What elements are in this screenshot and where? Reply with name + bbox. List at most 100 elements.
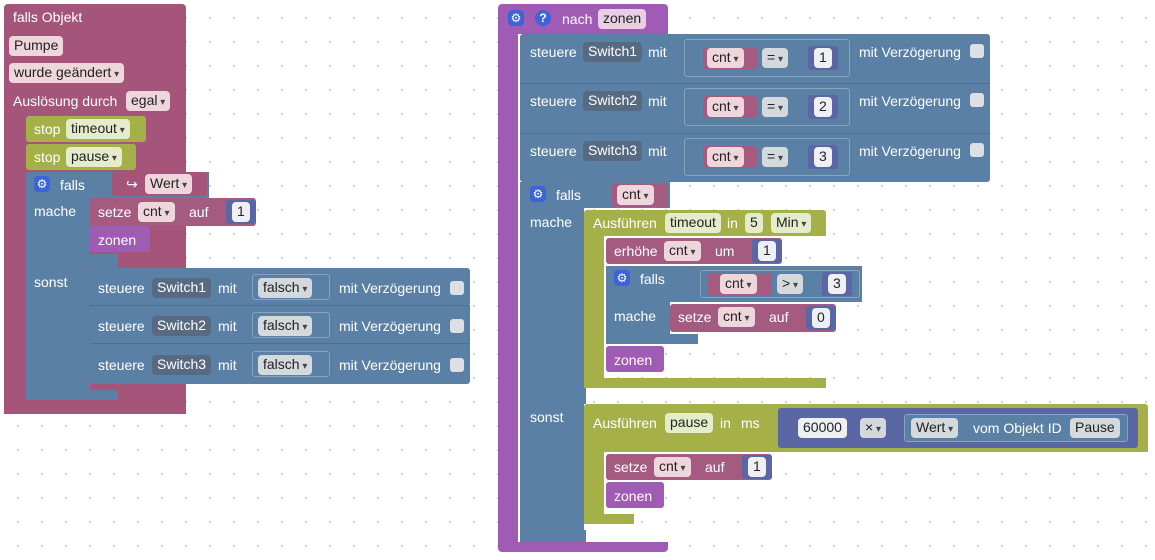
control-label: steuere	[98, 357, 145, 373]
call-zonen-block[interactable]	[606, 346, 664, 372]
call-zonen-label: zonen	[614, 352, 653, 368]
increment-value[interactable]: 1	[758, 241, 776, 261]
control-delay-label: mit Verzögerung	[339, 318, 441, 334]
if-sonst-label: sonst	[34, 274, 68, 290]
pause-label: Ausführen	[593, 415, 657, 431]
reset-var-dropdown[interactable]: cnt	[718, 307, 755, 327]
multiply-op-dropdown[interactable]: ×	[860, 418, 886, 438]
delay-checkbox[interactable]	[970, 143, 984, 157]
delay-checkbox[interactable]	[970, 93, 984, 107]
delay-checkbox[interactable]	[450, 319, 464, 333]
if-else-block[interactable]	[520, 182, 584, 540]
control-target-field[interactable]: Switch1	[152, 278, 212, 298]
inner-compare-op-dropdown[interactable]: >	[777, 274, 803, 294]
condition-value-dropdown[interactable]: Wert	[145, 174, 193, 194]
condition-var-dropdown[interactable]: cnt	[617, 185, 654, 205]
timeout-value-field[interactable]: 5	[745, 213, 763, 233]
compare-op-dropdown[interactable]: =	[762, 97, 788, 117]
trigger-dropdown[interactable]: egal	[126, 91, 171, 111]
control-delay-label: mit Verzögerung	[859, 93, 961, 109]
gear-icon[interactable]: ⚙	[508, 10, 524, 26]
pause-in-label: in	[720, 415, 731, 431]
control-label: steuere	[98, 318, 145, 334]
call-zonen-block[interactable]	[606, 482, 664, 508]
control-value-dropdown[interactable]: falsch	[258, 316, 313, 336]
if-mache-label: mache	[34, 203, 77, 219]
call-zonen-label: zonen	[98, 232, 137, 248]
inner-compare-var-dropdown[interactable]: cnt	[720, 274, 757, 294]
if-sonst-label: sonst	[530, 409, 564, 425]
timeout-label: Ausführen	[593, 215, 657, 231]
control-delay-label: mit Verzögerung	[339, 357, 441, 373]
call-zonen-block[interactable]	[90, 226, 150, 252]
state-prop-dropdown[interactable]: Wert	[911, 418, 959, 438]
compare-op-dropdown[interactable]: =	[762, 48, 788, 68]
control-target-field[interactable]: Switch3	[152, 355, 212, 375]
delay-checkbox[interactable]	[970, 44, 984, 58]
set-value[interactable]: 1	[748, 457, 766, 477]
compare-value[interactable]: 3	[814, 147, 832, 167]
state-vom-label: vom Objekt ID	[973, 420, 1062, 436]
control-target-field[interactable]: Switch2	[152, 316, 212, 336]
if-falls-label: falls	[556, 187, 581, 203]
stop-pause-dropdown[interactable]: pause	[66, 147, 122, 167]
setze-value[interactable]: 1	[232, 202, 250, 222]
compare-op-dropdown[interactable]: =	[762, 147, 788, 167]
event-dropdown[interactable]: wurde geändert	[9, 63, 125, 83]
control-label: steuere	[530, 143, 577, 159]
control-mit-label: mit	[218, 357, 237, 373]
increment-label: erhöhe	[614, 243, 658, 259]
control-target-field[interactable]: Switch1	[583, 42, 643, 62]
control-mit-label: mit	[648, 93, 667, 109]
compare-var-dropdown[interactable]: cnt	[707, 48, 744, 68]
compare-value[interactable]: 1	[814, 48, 832, 68]
reset-label: setze	[678, 309, 712, 325]
pause-value[interactable]: 60000	[798, 418, 847, 438]
reset-auf-label: auf	[769, 309, 789, 325]
control-mit-label: mit	[218, 318, 237, 334]
if-mache-label: mache	[530, 214, 573, 230]
stop-timeout-dropdown[interactable]: timeout	[66, 119, 130, 139]
control-delay-label: mit Verzögerung	[859, 44, 961, 60]
control-target-field[interactable]: Switch3	[583, 141, 643, 161]
increment-um-label: um	[715, 243, 735, 259]
compare-var-dropdown[interactable]: cnt	[707, 97, 744, 117]
pause-name-field[interactable]: pause	[665, 413, 714, 433]
control-delay-label: mit Verzögerung	[339, 280, 441, 296]
increment-var-dropdown[interactable]: cnt	[664, 241, 701, 261]
timeout-unit-dropdown[interactable]: Min	[771, 213, 812, 233]
arrow-icon: ↪	[126, 176, 138, 192]
object-field[interactable]: Pumpe	[9, 36, 64, 56]
reset-value[interactable]: 0	[812, 308, 830, 328]
timeout-name-field[interactable]: timeout	[665, 213, 721, 233]
set-label: setze	[614, 459, 648, 475]
control-mit-label: mit	[648, 143, 667, 159]
control-mit-label: mit	[648, 44, 667, 60]
hat-title: falls Objekt	[13, 9, 83, 25]
trigger-label: Auslösung durch	[13, 93, 118, 109]
gear-icon[interactable]: ⚙	[530, 186, 546, 202]
stop-label: stop	[34, 149, 61, 165]
compare-var-dropdown[interactable]: cnt	[707, 147, 744, 167]
control-target-field[interactable]: Switch2	[583, 91, 643, 111]
delay-checkbox[interactable]	[450, 358, 464, 372]
delay-checkbox[interactable]	[450, 281, 464, 295]
control-value-dropdown[interactable]: falsch	[258, 278, 313, 298]
set-var-dropdown[interactable]: cnt	[654, 457, 691, 477]
if-falls-label: falls	[60, 177, 85, 193]
set-auf-label: auf	[705, 459, 725, 475]
setze-var-dropdown[interactable]: cnt	[138, 202, 175, 222]
inner-if-falls-label: falls	[640, 271, 665, 287]
control-label: steuere	[98, 280, 145, 296]
function-name-field[interactable]: zonen	[598, 9, 647, 29]
help-icon[interactable]: ?	[535, 10, 551, 26]
gear-icon[interactable]: ⚙	[34, 176, 50, 192]
call-zonen-label: zonen	[614, 488, 653, 504]
control-value-dropdown[interactable]: falsch	[258, 355, 313, 375]
state-object-field[interactable]: Pause	[1070, 418, 1120, 438]
pause-unit-label: ms	[741, 415, 760, 431]
gear-icon[interactable]: ⚙	[614, 270, 630, 286]
compare-value[interactable]: 2	[814, 97, 832, 117]
control-label: steuere	[530, 93, 577, 109]
inner-compare-value[interactable]: 3	[828, 274, 846, 294]
